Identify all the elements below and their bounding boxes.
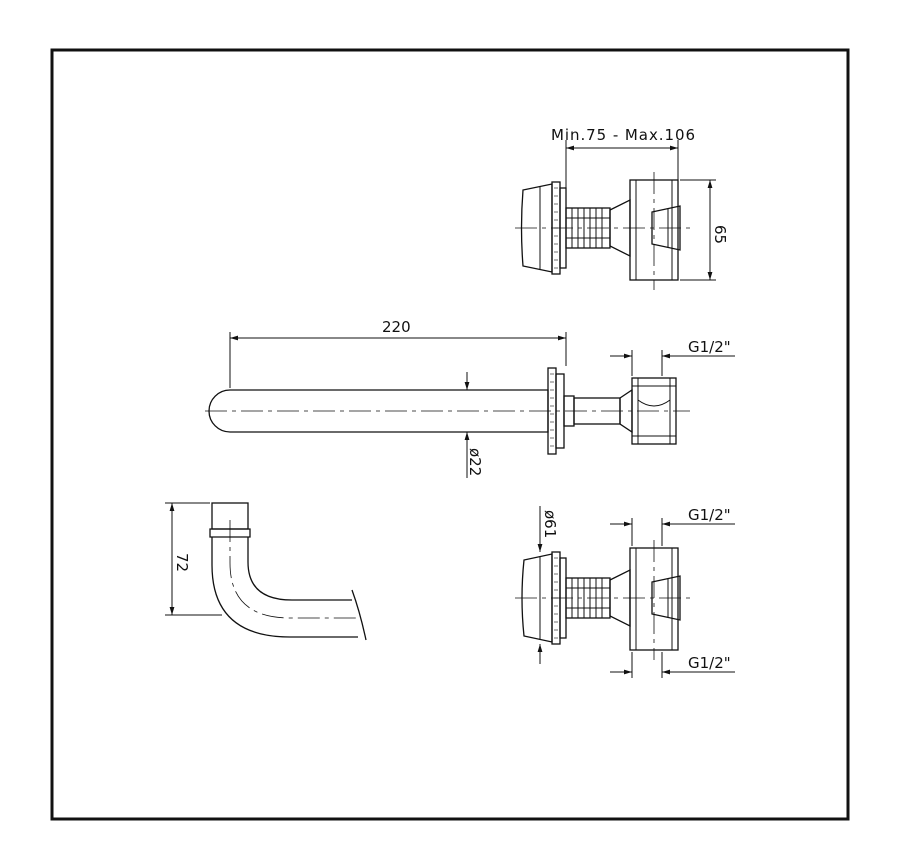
top-valve-view <box>515 140 716 290</box>
dim-g12-top-label: G1/2" <box>688 338 731 356</box>
drawing-frame <box>50 48 850 821</box>
dim-diameter-22-label: ø22 <box>466 448 484 476</box>
dim-g12-bottom-label: G1/2" <box>688 654 731 672</box>
dim-g12-mid-label: G1/2" <box>688 506 731 524</box>
dim-min-max-label: Min.75 - Max.106 <box>551 126 695 144</box>
spout-curve-view <box>165 502 367 641</box>
dim-220-label: 220 <box>382 318 411 336</box>
bottom-valve-view <box>515 506 735 678</box>
dim-72-label: 72 <box>173 553 191 572</box>
spout-view <box>205 332 735 478</box>
dim-diameter-61-label: ø61 <box>541 510 559 538</box>
dim-65-label: 65 <box>711 225 729 244</box>
